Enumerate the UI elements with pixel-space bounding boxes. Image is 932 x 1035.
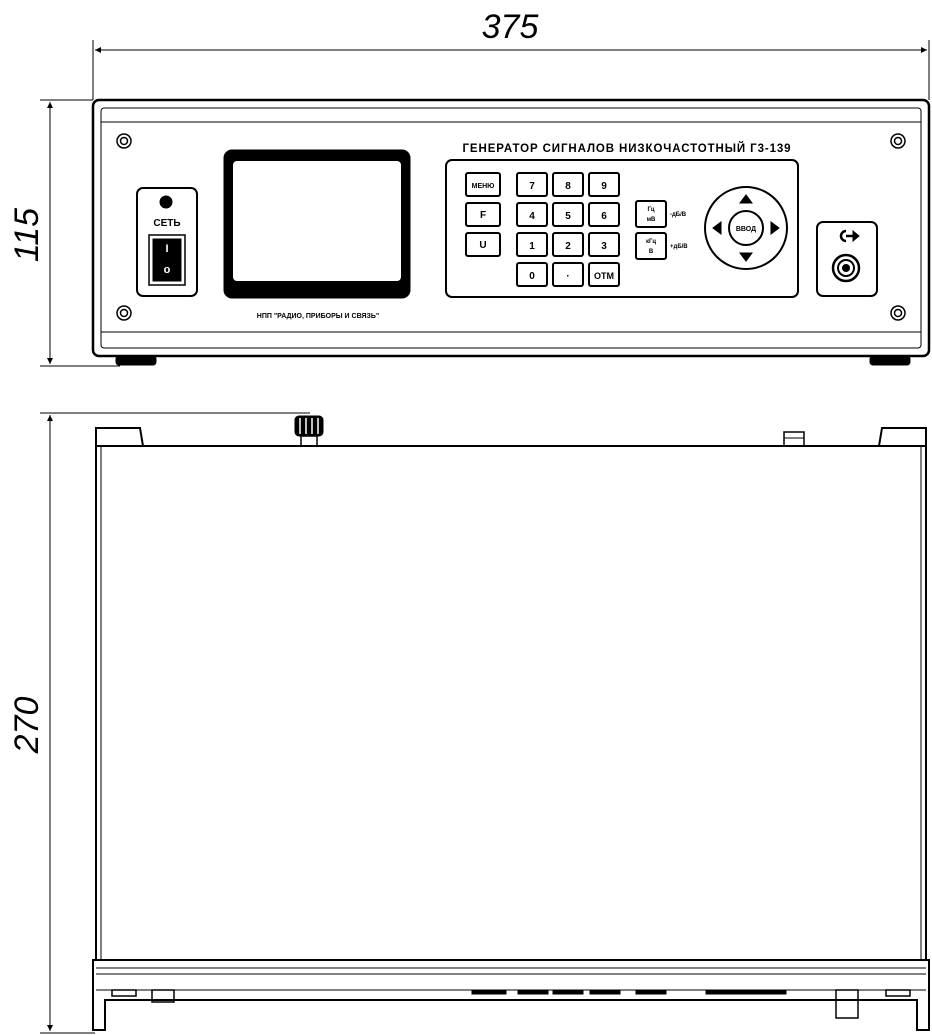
key-otm[interactable]	[588, 262, 620, 287]
key-5[interactable]	[552, 202, 584, 227]
switch-off-mark: o	[164, 264, 171, 276]
numpad-key-label: 3	[601, 241, 607, 252]
u-button[interactable]	[465, 232, 501, 257]
unit-key-2-top: кГц	[646, 239, 656, 245]
rear-bracket-left	[95, 427, 144, 447]
key-2[interactable]	[552, 232, 584, 257]
width-dimension: 375	[92, 8, 930, 100]
unit-key-1-bottom: мВ	[647, 217, 656, 223]
width-value: 375	[482, 8, 539, 46]
unit-key-khz-v[interactable]	[635, 232, 667, 260]
numpad-key-label: ·	[566, 271, 569, 282]
bnc-connector-icon[interactable]	[831, 253, 861, 283]
numpad-key-label: 7	[529, 181, 535, 192]
enter-label: ВВОД	[736, 226, 756, 233]
numpad-key-label: 5	[565, 211, 571, 222]
nav-ring	[704, 186, 788, 270]
menu-button[interactable]	[465, 172, 501, 197]
unit-key-1-top: Гц	[647, 207, 654, 213]
screw-icon	[116, 133, 132, 149]
screw-icon	[890, 305, 906, 321]
key-9[interactable]	[588, 172, 620, 197]
key-7[interactable]	[516, 172, 548, 197]
height-dimension: 115	[8, 99, 120, 367]
numpad-key-label: 4	[529, 211, 535, 222]
front-panel-text: ГЕНЕРАТОР СИГНАЛОВ НИЗКОЧАСТОТНЫЙ Г3-139…	[153, 142, 792, 320]
panel-title: ГЕНЕРАТОР СИГНАЛОВ НИЗКОЧАСТОТНЫЙ Г3-139	[463, 142, 792, 155]
key-4[interactable]	[516, 202, 548, 227]
top-cover	[95, 445, 927, 961]
f-key-label: F	[480, 210, 486, 221]
numpad-key-label: 6	[601, 211, 607, 222]
keypad-panel	[445, 159, 799, 298]
enter-button[interactable]	[728, 210, 764, 246]
unit-key-1-side: -дБ/В	[670, 212, 687, 218]
unit-key-2-bottom: В	[649, 249, 654, 255]
key-1[interactable]	[516, 232, 548, 257]
power-block	[136, 187, 198, 297]
top-view	[92, 415, 930, 1031]
numpad-key-label: 0	[529, 271, 535, 282]
power-label: СЕТЬ	[153, 218, 180, 229]
depth-value: 270	[8, 697, 46, 755]
depth-dimension: 270	[8, 412, 310, 1034]
numpad-key-label: ОТМ	[594, 271, 614, 281]
front-view	[91, 98, 931, 366]
front-bezel-top-view	[92, 959, 930, 1031]
key-0[interactable]	[516, 262, 548, 287]
display-screen	[231, 159, 403, 283]
unit-key-2-side: +дБ/В	[670, 244, 688, 250]
f-button[interactable]	[465, 202, 501, 227]
numpad-key-label: 9	[601, 181, 607, 192]
front-foot-right	[869, 355, 911, 366]
power-switch-rocker[interactable]	[152, 238, 182, 282]
screw-icon	[116, 305, 132, 321]
power-switch[interactable]	[148, 234, 186, 286]
arrow-up-icon[interactable]	[739, 194, 753, 204]
key-3[interactable]	[588, 232, 620, 257]
maker-label: НПП "РАДИО, ПРИБОРЫ И СВЯЗЬ"	[257, 313, 379, 320]
arrow-down-icon[interactable]	[739, 252, 753, 262]
unit-key-hz-mv[interactable]	[635, 200, 667, 228]
power-led	[159, 195, 173, 209]
key-8[interactable]	[552, 172, 584, 197]
rear-bracket-right	[878, 427, 927, 447]
u-key-label: U	[479, 240, 486, 251]
arrow-left-icon[interactable]	[712, 221, 722, 235]
screw-icon	[890, 133, 906, 149]
front-foot-left	[115, 355, 157, 366]
switch-on-mark: I	[165, 243, 168, 255]
menu-key-label: МЕНЮ	[472, 183, 495, 190]
rear-connector	[783, 431, 805, 447]
arrow-right-icon[interactable]	[770, 221, 780, 235]
height-value: 115	[8, 208, 46, 262]
numpad-key-label: 2	[565, 241, 571, 252]
key-dot[interactable]	[552, 262, 584, 287]
output-block	[816, 221, 878, 297]
numpad-key-label: 1	[529, 241, 535, 252]
numpad-key-label: 8	[565, 181, 571, 192]
output-icon	[839, 229, 860, 243]
rear-knob-icon	[294, 415, 324, 447]
key-6[interactable]	[588, 202, 620, 227]
